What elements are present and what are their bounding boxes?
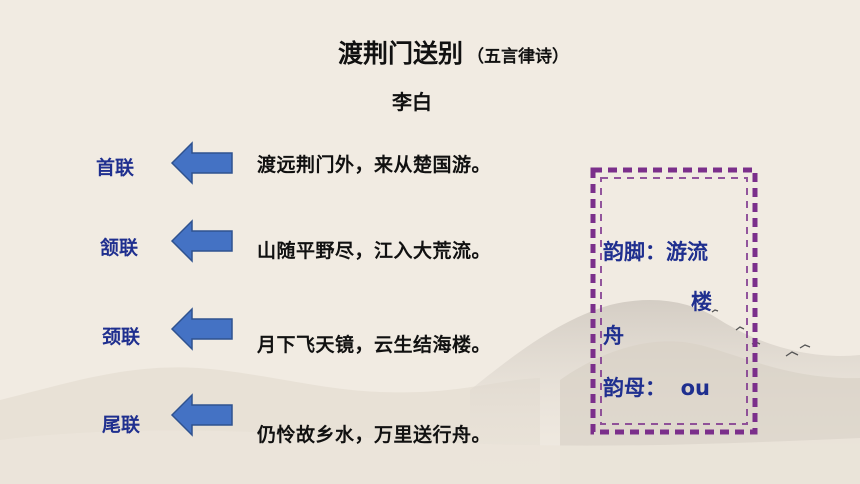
left-arrow-icon (170, 393, 233, 437)
rhyme-vowel: 韵母： ou (603, 376, 710, 400)
rhyme-feet: 韵脚：游流 (603, 240, 708, 264)
left-arrow-icon (170, 141, 233, 185)
rhyme-char: 楼 (691, 290, 712, 314)
rhyme-char: 舟 (603, 324, 624, 348)
couplet-label: 颈联 (102, 326, 141, 348)
poem-line: 仍怜故乡水，万里送行舟。 (257, 424, 492, 446)
poem-line: 月下飞天镜，云生结海楼。 (257, 334, 492, 356)
left-arrow-icon (170, 307, 233, 351)
couplet-label: 颔联 (100, 237, 139, 259)
poem-title-main: 渡荆门送别 (338, 39, 464, 68)
couplet-label: 首联 (96, 157, 135, 179)
poem-author: 李白 (392, 90, 432, 114)
couplet-label: 尾联 (102, 414, 141, 436)
poem-title: 渡荆门送别（五言律诗） (338, 34, 569, 70)
rhyme-box-border (590, 167, 758, 435)
poem-line: 山随平野尽，江入大荒流。 (257, 240, 492, 262)
poem-line: 渡远荆门外，来从楚国游。 (257, 154, 492, 176)
poem-title-sub: （五言律诗） (467, 47, 570, 67)
left-arrow-icon (170, 219, 233, 263)
